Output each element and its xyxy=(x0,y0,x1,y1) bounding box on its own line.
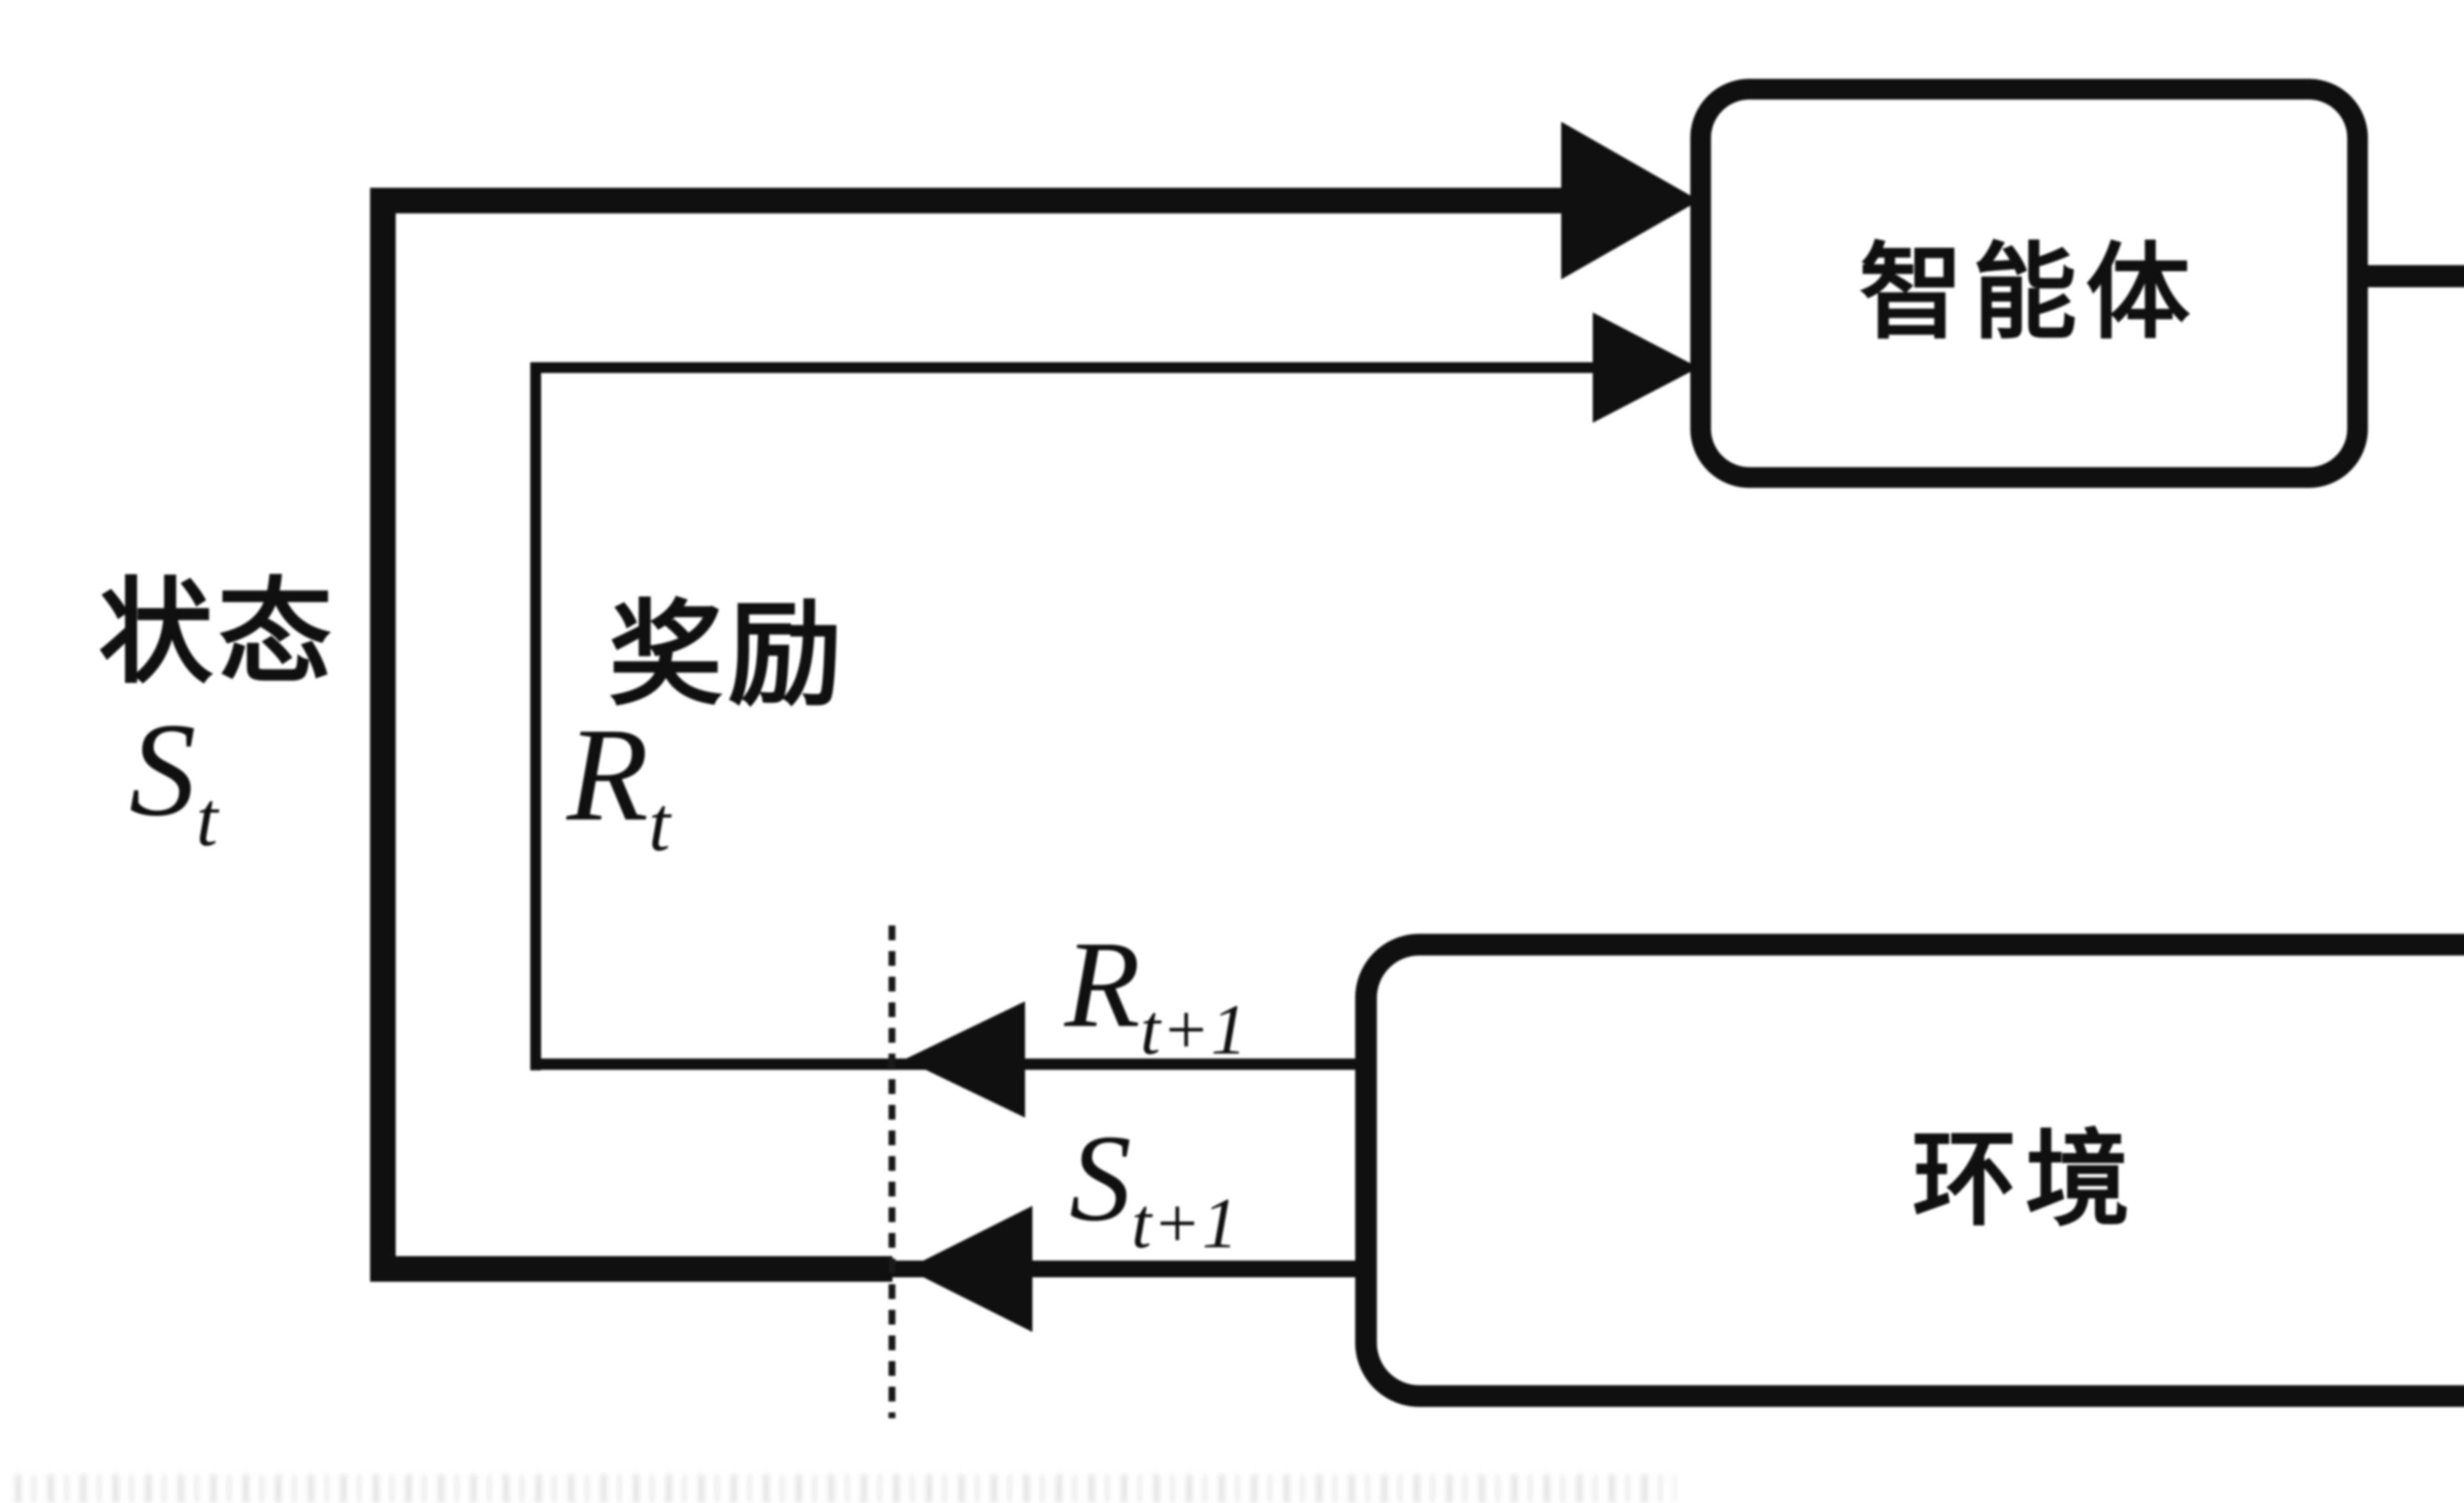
environment-node-label: 环境 xyxy=(1912,1122,2139,1238)
state-next-line-left xyxy=(370,1256,892,1282)
agent-node-label: 智能体 xyxy=(1859,235,2199,351)
action-from-agent-line xyxy=(2363,265,2464,287)
reward-next-symbol: Rt+1 xyxy=(1064,915,1248,1069)
state-loop-vertical-line xyxy=(370,188,396,1282)
reward-to-agent-arrowhead-icon xyxy=(1593,312,1699,423)
reward-cn-label: 奖励 xyxy=(609,593,848,719)
state-symbol: St xyxy=(129,695,219,862)
cutoff-caption-strip xyxy=(15,1474,1676,1503)
state-next-arrowhead-icon xyxy=(907,1206,1032,1332)
time-boundary-dashed-line xyxy=(889,925,895,1418)
state-to-agent-arrowhead-icon xyxy=(1561,122,1699,279)
environment-node: 环境 xyxy=(1355,934,2464,1407)
reward-symbol: Rt xyxy=(567,700,672,867)
reward-next-arrowhead-icon xyxy=(904,1001,1025,1118)
state-cn-label: 状态 xyxy=(99,571,338,697)
agent-node: 智能体 xyxy=(1690,79,2368,488)
reward-to-agent-line xyxy=(530,362,1600,373)
state-to-agent-line xyxy=(370,188,1573,213)
state-next-symbol: St+1 xyxy=(1069,1109,1239,1263)
reward-loop-vertical-line xyxy=(530,362,541,1070)
